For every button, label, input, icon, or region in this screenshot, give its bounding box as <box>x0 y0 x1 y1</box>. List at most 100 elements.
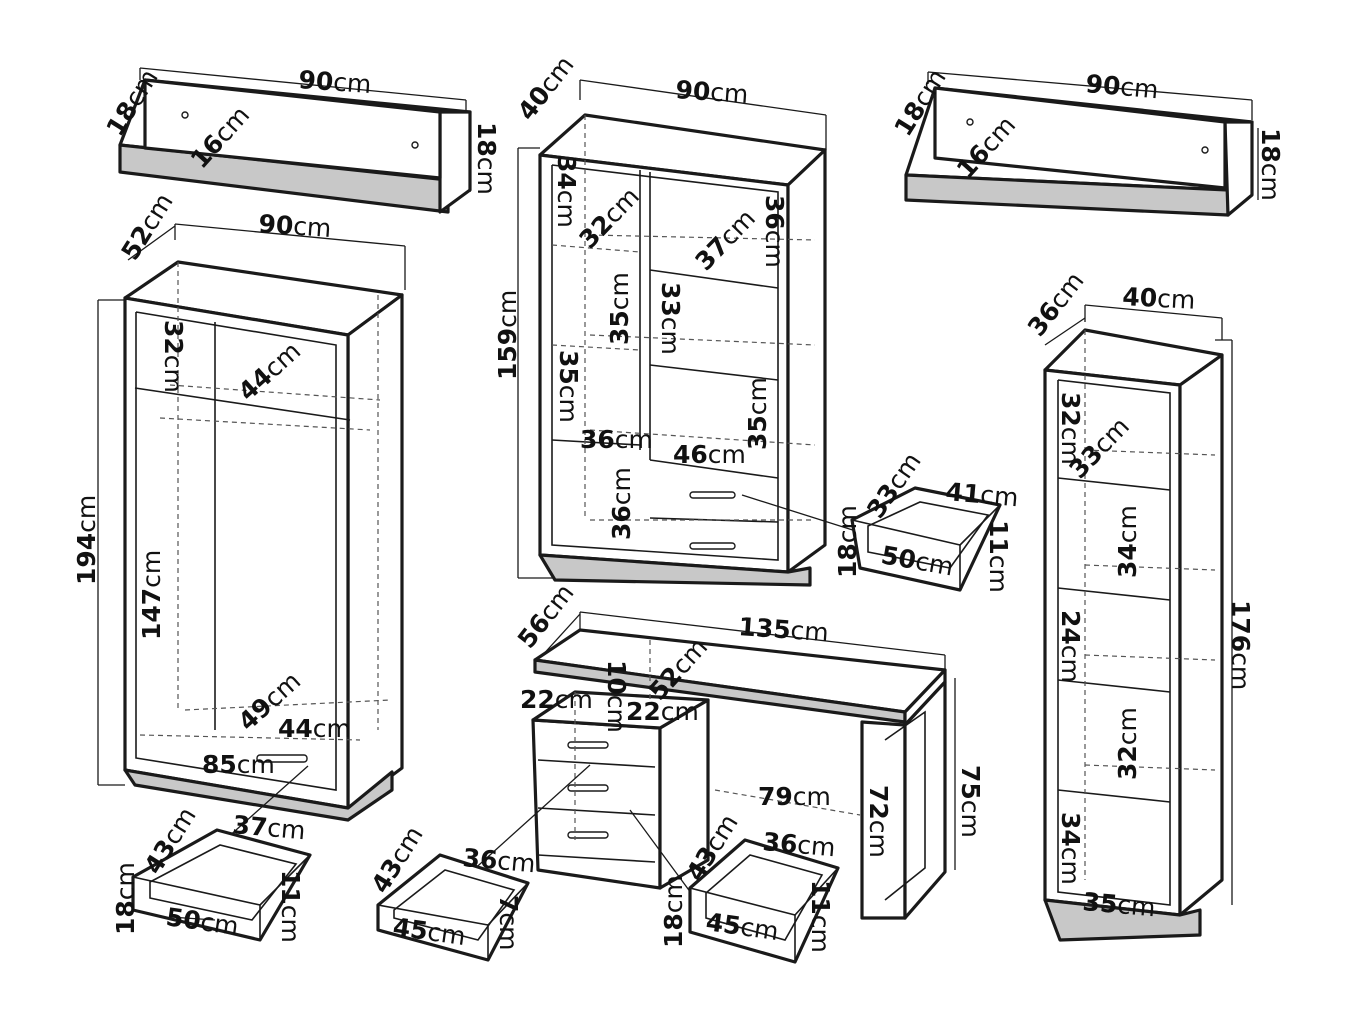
dimension-label-bookcase-c11: 36cm <box>607 467 636 540</box>
dimension-label-desk-height: 75cm <box>956 765 985 838</box>
dimension-unit: cm <box>276 905 305 943</box>
dimension-label-bookcase-height: 159cm <box>493 290 522 380</box>
dimension-unit: cm <box>979 480 1019 512</box>
dimension-unit: cm <box>661 697 699 726</box>
dimension-label-desk-drawer-1-width: 36cm <box>461 843 536 878</box>
dimension-unit: cm <box>984 555 1013 593</box>
dimension-label-wardrobe-depth: 52cm <box>115 188 178 265</box>
dimension-unit: cm <box>72 495 101 533</box>
dimension-label-wardrobe-drawer-length: 50cm <box>164 902 240 941</box>
dimension-label-shelf-left-height-right: 18cm <box>472 122 501 195</box>
dimension-label-shelf-left-width: 90cm <box>298 65 373 99</box>
dimension-value: 11 <box>984 520 1013 555</box>
dimension-label-wardrobe-bottom-width: 85cm <box>202 750 275 779</box>
dimension-label-bookcase-c10: 46cm <box>673 440 746 469</box>
dimension-value: 35 <box>605 310 634 345</box>
dimension-unit: cm <box>1113 707 1142 745</box>
dimension-value: 90 <box>298 65 335 96</box>
dimension-label-bookcase-drawer-height-right: 11cm <box>984 520 1013 593</box>
dimension-unit: cm <box>472 157 501 195</box>
dimension-value: 36 <box>760 195 789 230</box>
dimension-label-bookcase-drawer-length: 50cm <box>879 540 956 581</box>
dimension-label-tall-shelf-width: 40cm <box>1122 282 1196 315</box>
dimension-unit: cm <box>552 190 581 228</box>
dimension-label-tall-shelf-s2: 34cm <box>1113 505 1142 578</box>
dimension-value: 85 <box>202 750 237 779</box>
dimension-value: 32 <box>1056 392 1085 427</box>
dimension-label-wardrobe-top-space: 32cm <box>159 320 188 393</box>
dimension-value: 135 <box>738 612 792 645</box>
dimension-unit: cm <box>743 377 772 415</box>
dimension-value: 18 <box>1256 128 1285 163</box>
dimension-value: 22 <box>626 697 661 726</box>
dimension-value: 75 <box>956 765 985 800</box>
dimension-unit: cm <box>1056 645 1085 683</box>
dimension-unit: cm <box>199 907 241 941</box>
dimension-label-desk-drawer-1-height-right: 7cm <box>494 895 523 951</box>
dimension-unit: cm <box>796 830 836 862</box>
wall-shelf-right <box>904 71 1259 217</box>
dimension-label-wardrobe-hanging: 147cm <box>137 550 166 640</box>
dimension-label-wardrobe-drawer-height-left: 18cm <box>111 862 140 935</box>
dimension-value: 90 <box>258 209 295 240</box>
dimension-value: 34 <box>552 155 581 190</box>
dimension-label-desk-ped-w1: 22cm <box>520 685 593 714</box>
dimension-value: 46 <box>673 440 708 469</box>
dimension-value: 36 <box>580 425 615 454</box>
dimension-label-desk-drawer-2-height-right: 11cm <box>806 880 835 953</box>
dimension-unit: cm <box>1226 652 1255 690</box>
dimension-unit: cm <box>607 467 636 505</box>
dimension-unit: cm <box>605 272 634 310</box>
dimension-label-tall-shelf-s4: 32cm <box>1113 707 1142 780</box>
dimension-label-tall-shelf-s1: 32cm <box>1056 392 1085 465</box>
tall-shelf <box>1043 304 1233 942</box>
dimension-label-bookcase-c3: 36cm <box>760 195 789 268</box>
dimension-unit: cm <box>111 862 140 900</box>
dimension-value: 35 <box>1081 887 1118 919</box>
dimension-label-bookcase-c9: 36cm <box>580 425 653 454</box>
dimension-label-tall-shelf-s5: 34cm <box>1056 812 1085 885</box>
desk-drawer-2 <box>688 838 840 964</box>
dimension-label-bookcase-c6: 33cm <box>656 282 685 355</box>
dimension-value: 45 <box>391 912 429 946</box>
dimension-unit: cm <box>708 440 746 469</box>
dimension-unit: cm <box>656 317 685 355</box>
dimension-label-desk-knee: 79cm <box>758 782 831 811</box>
dimension-label-shelf-right-height-right: 18cm <box>1256 128 1285 201</box>
dimension-value: 18 <box>111 900 140 935</box>
dimension-value: 72 <box>864 785 893 820</box>
dimension-unit: cm <box>292 211 332 243</box>
dimension-label-bookcase-c5: 35cm <box>605 272 634 345</box>
desk-drawer-1 <box>376 853 530 962</box>
dimension-value: 24 <box>1056 610 1085 645</box>
dimension-label-bookcase-c7: 35cm <box>554 350 583 423</box>
dimension-unit: cm <box>137 550 166 588</box>
dimension-label-wardrobe-height: 194cm <box>72 495 101 585</box>
dimension-label-wardrobe-drawer-width: 37cm <box>231 810 306 845</box>
dimension-value: 11 <box>806 880 835 915</box>
dimension-label-desk-drawer-2-width: 36cm <box>761 827 836 862</box>
dimension-label-bookcase-drawer-height-left: 18cm <box>833 505 862 578</box>
dimension-label-shelf-right-width: 90cm <box>1084 69 1159 104</box>
dimension-value: 32 <box>1113 745 1142 780</box>
dimension-unit: cm <box>493 290 522 328</box>
dimension-value: 79 <box>758 782 793 811</box>
dimension-value: 37 <box>231 810 268 842</box>
wardrobe-drawer <box>131 828 312 942</box>
dimension-label-desk-gap: 10cm <box>602 660 631 733</box>
dimension-unit: cm <box>1256 163 1285 201</box>
dimension-value: 22 <box>520 685 555 714</box>
dimension-unit: cm <box>494 912 523 950</box>
dimension-value: 159 <box>493 328 522 380</box>
dimension-unit: cm <box>266 813 306 845</box>
dimension-unit: cm <box>659 875 688 913</box>
dimension-value: 50 <box>879 540 918 575</box>
dimension-value: 34 <box>1056 812 1085 847</box>
dimension-value: 176 <box>1226 600 1255 652</box>
dimension-label-bookcase-c1: 34cm <box>552 155 581 228</box>
dimension-label-desk-ped-w2: 22cm <box>626 697 699 726</box>
dimension-unit: cm <box>793 782 831 811</box>
dimension-unit: cm <box>709 77 749 109</box>
dimension-unit: cm <box>237 750 275 779</box>
